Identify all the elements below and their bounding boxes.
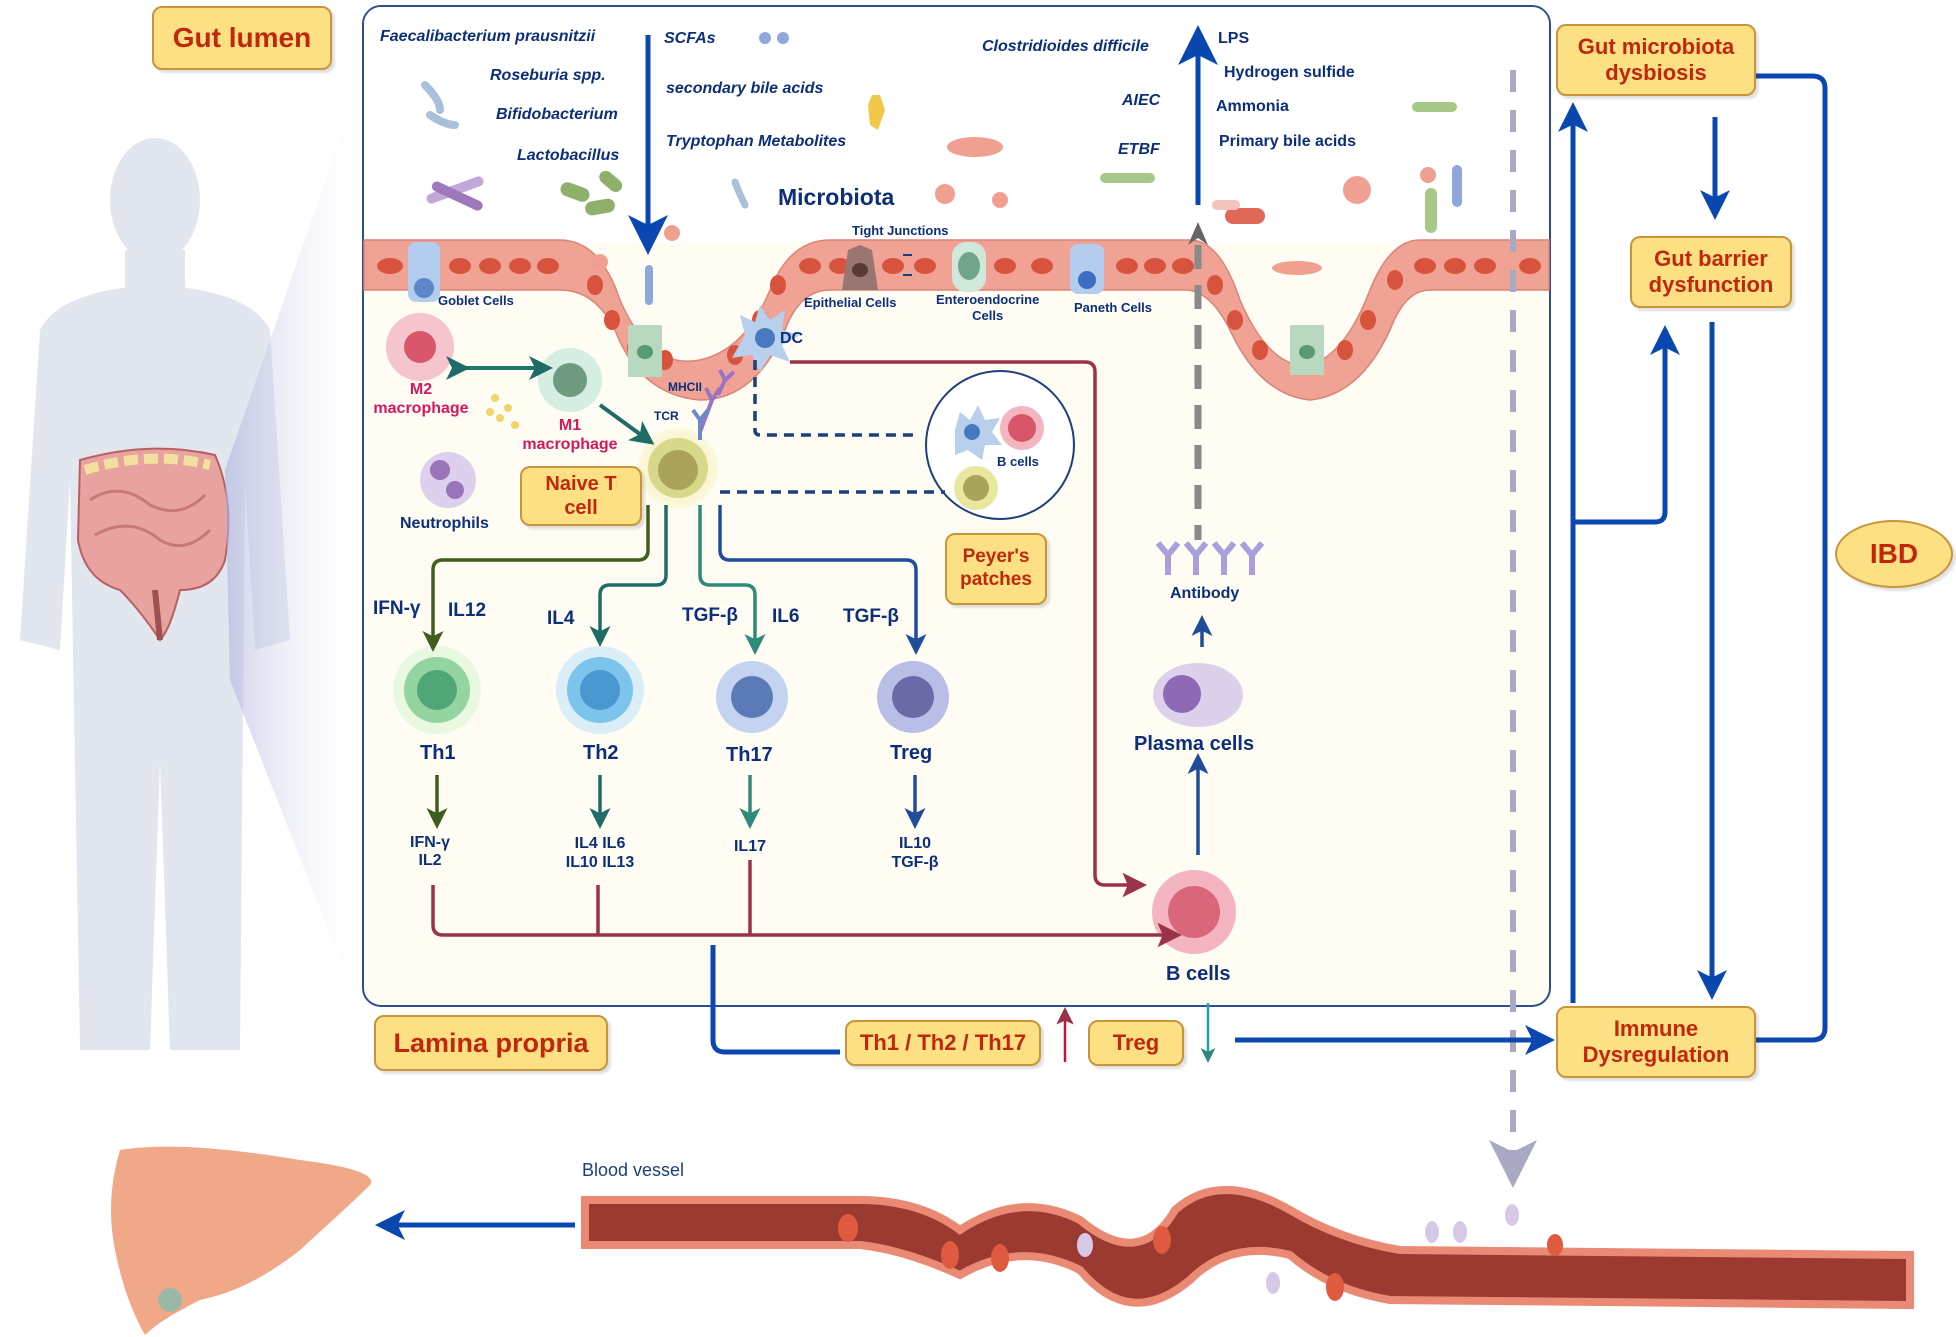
tight-junctions-label: Tight Junctions <box>852 223 949 238</box>
peyers-b-cells-label: B cells <box>997 454 1039 469</box>
th1-inducer-il12: IL12 <box>448 600 487 621</box>
th2-product-2: IL10 IL13 <box>565 854 635 872</box>
m1-line1: M1 <box>558 417 582 434</box>
immune-line1: Immune <box>1613 1015 1699 1041</box>
barrier-line2: dysfunction <box>1648 272 1774 297</box>
pathogen-c-difficile: Clostridioides difficile <box>982 38 1149 55</box>
harmful-ammonia: Ammonia <box>1216 98 1289 115</box>
naive-t-line1: Naive T <box>545 473 617 495</box>
dysbiosis-line2: dysbiosis <box>1605 60 1707 85</box>
goblet-cells-label: Goblet Cells <box>438 293 514 308</box>
harmful-lps: LPS <box>1218 30 1250 47</box>
harmful-primary-bile-acids: Primary bile acids <box>1219 133 1356 150</box>
mhcii-label: MHCII <box>668 380 702 394</box>
barrier-line1: Gut barrier <box>1654 245 1768 271</box>
lamina-propria-label: Lamina propria <box>374 1015 608 1071</box>
bacteria-faecalibacterium: Faecalibacterium prausnitzii <box>380 28 596 45</box>
epithelial-cells-label: Epithelial Cells <box>804 295 897 310</box>
th1-product-2: IL2 <box>418 851 442 869</box>
th1-product-1: IFN-γ <box>410 834 450 851</box>
ibd-label: IBD <box>1835 520 1953 588</box>
pathogen-etbf: ETBF <box>1118 141 1160 158</box>
m2-macrophage-label: M2 macrophage <box>366 380 476 418</box>
bacteria-lactobacillus: Lactobacillus <box>517 147 620 164</box>
mhcii-tcr-receptor <box>698 369 736 433</box>
th1-label: Th1 <box>420 742 456 764</box>
barrier-breach-marker <box>1188 222 1208 245</box>
treg-label: Treg <box>890 742 933 764</box>
antibody-label: Antibody <box>1170 585 1240 602</box>
peyers-line1: Peyer's <box>962 546 1030 568</box>
tcr-label: TCR <box>654 409 679 423</box>
metabolite-scfas: SCFAs <box>664 30 716 47</box>
blood-vessel-illustration <box>581 1186 1914 1310</box>
dysbiosis-line1: Gut microbiota <box>1577 33 1735 59</box>
pathogen-aiec: AIEC <box>1122 92 1161 109</box>
enteroendocrine-line2: Cells <box>972 307 1004 323</box>
th2-product-1: IL4 IL6 <box>574 835 626 852</box>
peyers-line2: patches <box>960 569 1032 590</box>
immune-line2: Dysregulation <box>1582 1042 1730 1067</box>
bacteria-bifidobacterium: Bifidobacterium <box>496 106 618 123</box>
treg-product-2: TGF-β <box>891 854 939 872</box>
microbiota-label: Microbiota <box>778 184 895 210</box>
plasma-cells-label: Plasma cells <box>1134 733 1255 755</box>
blood-vessel-label: Blood vessel <box>582 1160 685 1180</box>
neutrophils-label: Neutrophils <box>400 515 489 532</box>
treg-balance-label: Treg <box>1088 1020 1184 1066</box>
metabolite-tryptophan: Tryptophan Metabolites <box>666 133 847 150</box>
th17-products: IL17 <box>733 838 766 855</box>
microbe-illustrations <box>421 32 1462 305</box>
th17-inducer-il6: IL6 <box>772 606 800 627</box>
zoom-wedge <box>225 95 360 1010</box>
harmful-hydrogen-sulfide: Hydrogen sulfide <box>1224 64 1355 81</box>
m1-macrophage-label: M1 macrophage <box>515 416 625 454</box>
treg-product-1: IL10 <box>898 835 931 852</box>
b-cells-label: B cells <box>1166 963 1231 985</box>
th1-inducer-ifng: IFN-γ <box>373 598 421 619</box>
th17-inducer-tgfb: TGF-β <box>682 605 738 626</box>
th2-inducer-il4: IL4 <box>547 608 575 629</box>
treg-inducer-tgfb: TGF-β <box>843 606 899 627</box>
antibody-glyphs <box>1155 541 1265 575</box>
enteroendocrine-line1: Enteroendocrine <box>936 292 1040 307</box>
bacteria-roseburia: Roseburia spp. <box>490 67 606 84</box>
gut-lumen-label: Gut lumen <box>152 6 332 70</box>
effector-cells-label: Th1 / Th2 / Th17 <box>845 1020 1041 1066</box>
naive-t-line2: cell <box>564 497 598 519</box>
neutrophil-cell <box>420 452 476 508</box>
intestine-illustration <box>76 447 230 642</box>
m1-line2: macrophage <box>522 436 618 454</box>
th2-label: Th2 <box>583 742 619 764</box>
metabolite-secondary-bile-acids: secondary bile acids <box>666 80 824 97</box>
th17-label: Th17 <box>726 744 773 766</box>
cytokines-to-b-cell-arrow <box>431 885 1182 948</box>
cell-illustrations <box>386 305 1265 954</box>
paneth-cells-label: Paneth Cells <box>1074 300 1153 315</box>
m2-line1: M2 <box>409 381 433 398</box>
liver-illustration <box>111 1146 372 1335</box>
dc-to-b-cell-arrow <box>790 360 1147 898</box>
m2-line2: macrophage <box>373 400 469 418</box>
dc-label: DC <box>780 330 804 347</box>
